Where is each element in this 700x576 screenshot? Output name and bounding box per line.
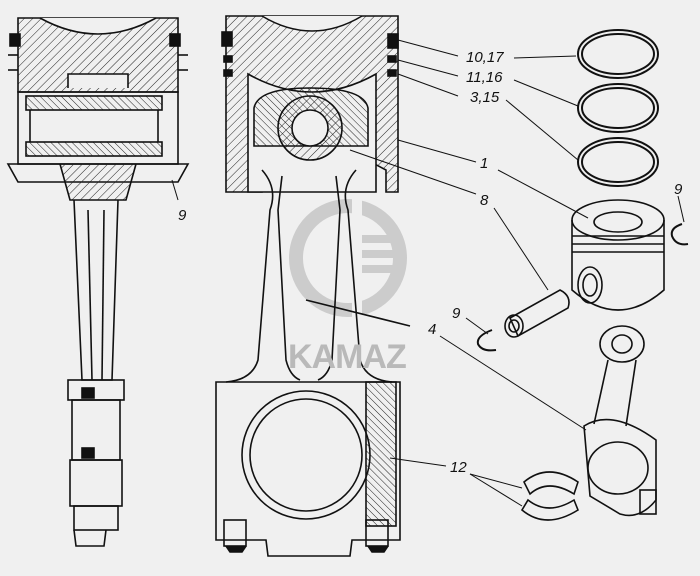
- watermark-text: KAMAZ: [288, 338, 407, 376]
- bearing-shells-iso: [520, 471, 579, 521]
- callout-bearing-shells: 12: [450, 459, 467, 476]
- circlip-iso-right: [670, 223, 689, 246]
- piston-iso: [571, 199, 665, 311]
- callout-circlip-pin: 9: [452, 305, 461, 322]
- callout-pin: 8: [480, 192, 489, 209]
- connecting-rod-iso: [583, 325, 657, 517]
- piston-pin-iso: [504, 289, 570, 338]
- callout-rings-middle: 11,16: [466, 69, 503, 86]
- callout-rod: 4: [428, 321, 437, 338]
- side-view-assembly: [6, 17, 190, 547]
- piston-rings: [577, 29, 659, 187]
- callout-piston: 1: [480, 155, 489, 172]
- section-view-assembly: [215, 15, 411, 557]
- circlip-iso-center: [476, 329, 497, 352]
- callout-rings-top: 10,17: [466, 49, 504, 66]
- callout-circlip-left: 9: [178, 207, 187, 224]
- leader-lines: [171, 39, 685, 507]
- callout-rings-bottom: 3,15: [470, 89, 500, 106]
- callout-circlip-piston: 9: [674, 181, 683, 198]
